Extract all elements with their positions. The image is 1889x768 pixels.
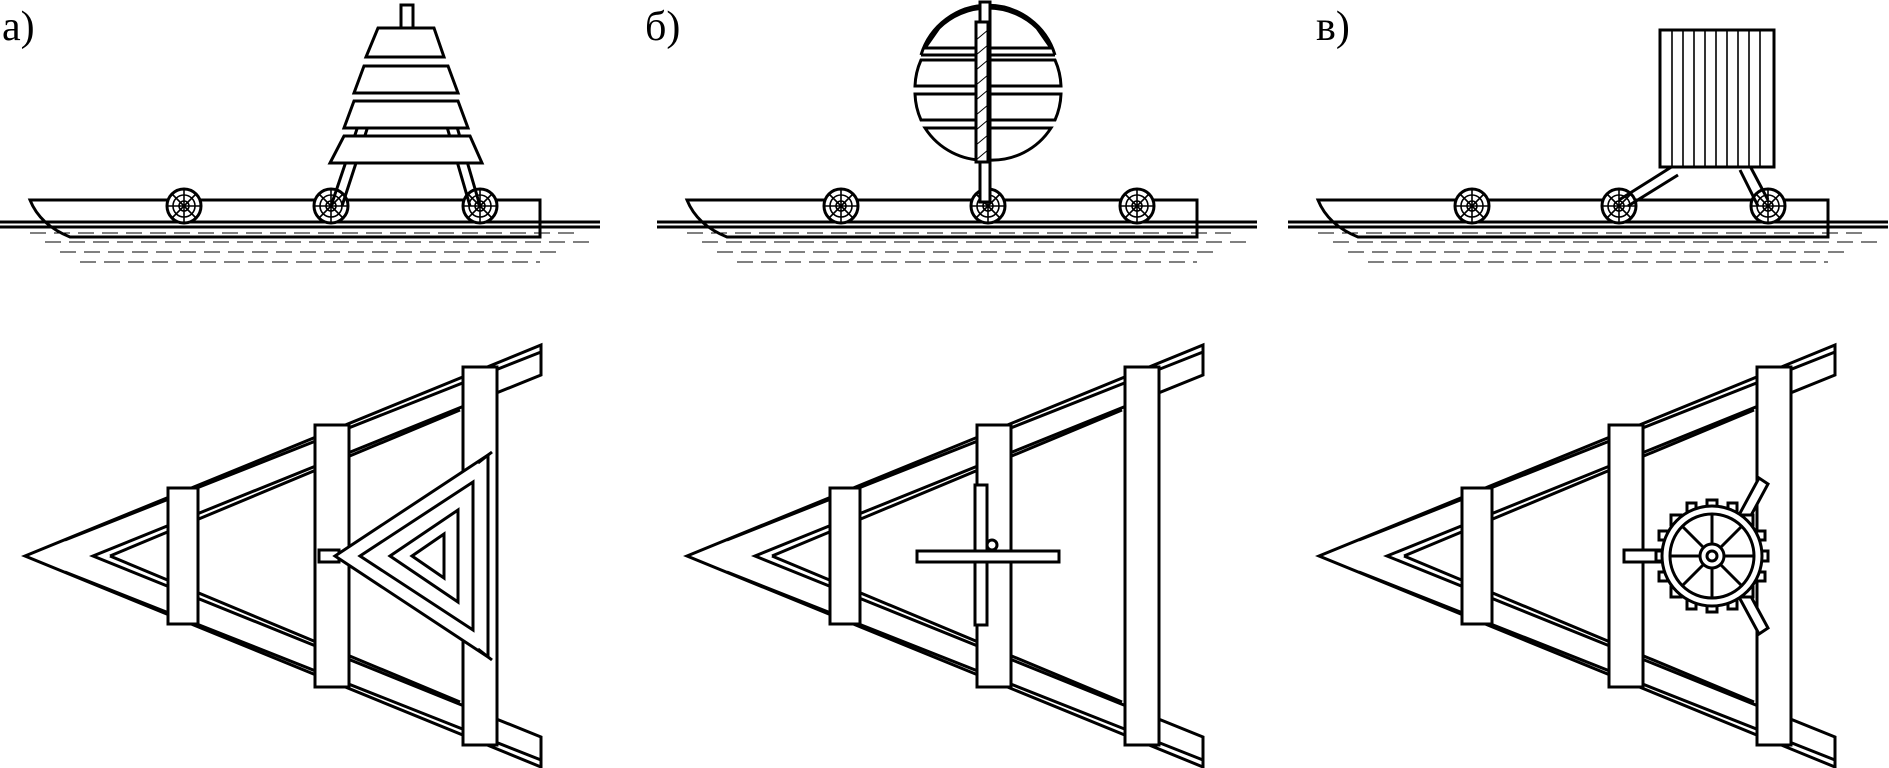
panel-v-side-view — [1288, 28, 1888, 262]
panel-a-plan-view — [23, 343, 543, 768]
panel-a-label: а) — [2, 4, 35, 50]
panel-b-plan-view — [685, 343, 1205, 768]
panel-b-side-view — [657, 0, 1257, 262]
panel-v-plan-view — [1317, 343, 1837, 768]
panel-v-label: в) — [1316, 4, 1350, 50]
panel-a-side-view — [0, 3, 600, 262]
panel-b-label: б) — [645, 4, 681, 50]
